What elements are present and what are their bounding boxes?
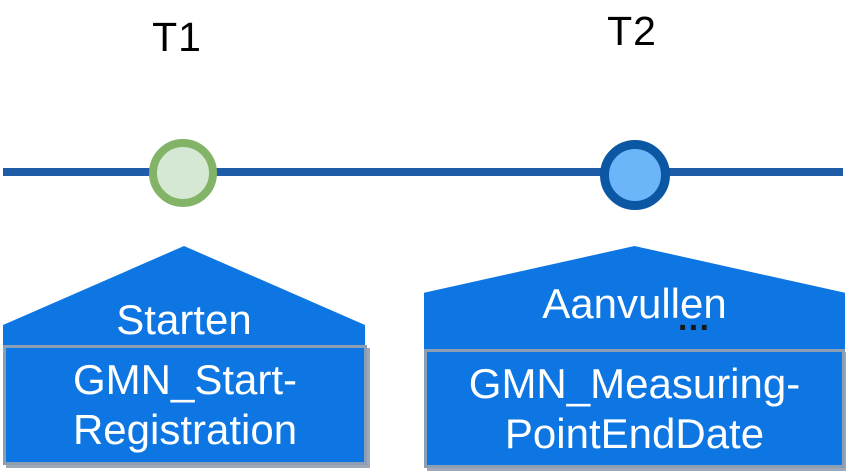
t2-marker-circle (600, 140, 670, 210)
starten-callout-pointer: Starten (3, 246, 365, 346)
aanvullen-event-box: GMN_Measuring- PointEndDate (424, 349, 845, 468)
aanvullen-callout-pointer: Aanvullen (424, 246, 845, 350)
starten-action-label: Starten (116, 296, 252, 343)
t1-marker-circle (149, 139, 217, 207)
starten-event-line1: GMN_Start- (72, 356, 298, 403)
aanvullen-event-line1: GMN_Measuring- (468, 359, 801, 407)
t1-label: T1 (152, 14, 202, 60)
aanvullen-action-label: Aanvullen (542, 280, 727, 327)
aanvullen-ellipsis: … (676, 300, 714, 338)
aanvullen-event-line2: PointEndDate (504, 409, 765, 457)
starten-event-box: GMN_Start- Registration (3, 345, 367, 465)
t2-label: T2 (607, 8, 657, 54)
timeline-line (3, 168, 843, 176)
starten-event-line2: Registration (72, 406, 298, 453)
